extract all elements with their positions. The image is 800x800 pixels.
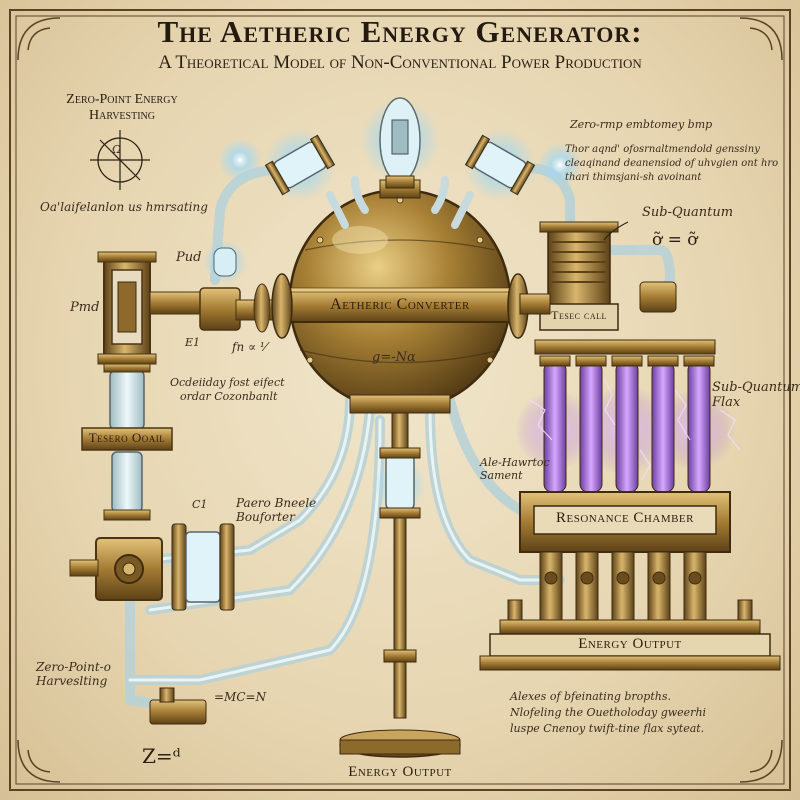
meta-sament-line1: Ale-Hawrtoc [480, 456, 550, 469]
zero-point-title: Zero-Point Energy Harvesting [52, 92, 192, 124]
energy-output-right-label: Energy Output [578, 636, 682, 652]
right-coil [519, 221, 677, 331]
page-subtitle: A Theoretical Model of Non-Conventional … [158, 52, 642, 73]
resonance-chamber [479, 491, 781, 671]
zero-point-glyph: Ω [112, 143, 122, 156]
top-right-note-2: Thor aqnd' ofosrnaltmendold genssiny [565, 144, 760, 155]
top-right-note-3: cleaqinand deanensiod of uhvgien ont hro [565, 158, 779, 169]
sub-quantum-flux-line1: Sub-Quantum [712, 380, 800, 395]
pud-label: Pud [176, 250, 202, 265]
converter-formula: g=-Nα [372, 350, 416, 365]
fn-formula: fn ∝ ⅟ [232, 340, 267, 354]
aetheric-converter-label: Aetheric Converter [330, 296, 470, 313]
top-right-note-4: thari thimsjani-sh avoinant [565, 172, 702, 183]
meta-sament-line2: Sament [480, 469, 523, 482]
sub-quantum-flux-line2: Flax [712, 395, 741, 410]
paero-line2: Bouforter [236, 510, 295, 524]
energy-output-bottom-label: Energy Output [348, 764, 452, 780]
zero-point-bottom-line2: Harveslting [36, 674, 108, 688]
tesec-call-label: Tesec call [551, 308, 607, 322]
z-formula: Z=ᵈ [142, 744, 181, 768]
resonance-chamber-label: Resonance Chamber [556, 510, 694, 526]
zero-point-note: Oa'laifelanlon us hmrsating [40, 200, 208, 214]
bottom-right-note-2: Nlofeling the Ouetholoday gweerhi [510, 706, 707, 719]
top-right-capsule [464, 129, 582, 201]
middle-coil [165, 523, 235, 611]
pmd-label-left: Pmd [70, 300, 100, 315]
zero-point-title-line1: Zero-Point Energy [66, 92, 178, 107]
paero-line1: Paero Bneele [236, 496, 317, 510]
left-frame-assembly [69, 251, 211, 601]
tesero-coil-label: Tesero Ooail [88, 430, 166, 445]
converter-note-2: ordar Cozonbanlt [180, 390, 278, 403]
e1-label: E1 [185, 336, 201, 349]
mc-formula: =MC=N [214, 690, 267, 704]
sub-quantum-top-label: Sub-Quantum [642, 205, 734, 220]
bottom-right-note-1: Alexes of bfeinating bropths. [510, 690, 671, 703]
converter-note-1: Ocdeiiday fost eifect [170, 376, 285, 389]
sub-quantum-pointer [603, 221, 629, 241]
paero-label: Paero Bneele Bouforter [236, 496, 316, 524]
zero-point-title-line2: Harvesting [89, 108, 155, 123]
sub-quantum-flux-label: Sub-Quantum Flax [712, 380, 800, 410]
top-vacuum-tube [360, 97, 440, 189]
page-title: The Aetheric Energy Generator: [157, 14, 643, 49]
top-right-note-1: Zero-rmp embtomey bmp [570, 118, 713, 131]
sub-quantum-formula: ỡ = ỡ [652, 230, 698, 250]
top-left-capsule [218, 129, 336, 201]
zero-point-bottom-label: Zero-Point-o Harveslting [36, 660, 111, 688]
bottom-valve [149, 687, 207, 725]
zero-point-symbol [90, 130, 150, 190]
meta-sament-label: Ale-Hawrtoc Sament [480, 456, 550, 482]
bottom-right-note-3: luspe Cnenoy twift-tine flax syteat. [510, 722, 705, 735]
c1-label: C1 [192, 498, 208, 511]
zero-point-bottom-line1: Zero-Point-o [36, 660, 111, 674]
center-column [339, 412, 461, 758]
